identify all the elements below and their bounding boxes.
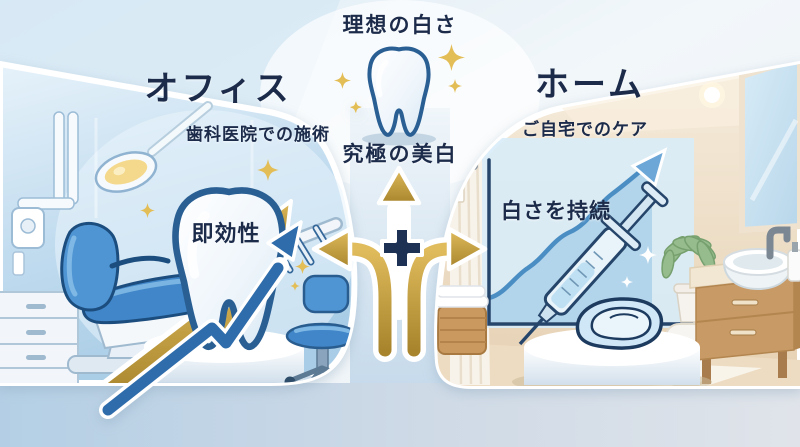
drawer-handle [731,299,759,306]
ultimate-whitening-label: 究極の美白 [342,143,458,166]
stool-icon [284,274,355,383]
arrow-left-icon [311,226,353,272]
vanity-cabinet [695,276,795,361]
mirror-glare [749,118,799,202]
faucet-icon [766,226,791,260]
drawer-handle [729,329,757,336]
arrow-up-icon [376,165,422,206]
home-benefit-label: 白さを持続 [501,200,611,223]
mouth-tray-icon [575,297,664,350]
three-way-arrow-icon [311,165,488,362]
office-benefit-label: 即効性 [191,221,261,246]
vanity-leg [702,356,711,384]
office-panel [0,61,362,419]
vanity-leg [778,350,787,378]
tooth-shadow [362,132,436,146]
growth-arrow-blue [99,220,303,419]
plant-icon [661,235,716,323]
bathroom-vanity-icon [689,226,800,384]
wall-equipment [11,111,79,276]
office-title: オフィス [144,70,292,108]
towel-icon [437,285,486,298]
home-subtitle: ご自宅でのケア [522,120,648,139]
arrow-right-icon [446,226,488,272]
mirror-icon [739,64,800,234]
cabinet-icon [0,291,79,383]
office-subtitle: 歯科医院での施術 [186,125,330,144]
plus-icon [380,226,424,270]
dental-lamp-icon [94,101,213,193]
towel-basket [437,285,489,355]
home-title: ホーム [535,66,645,104]
bottle-icon [12,251,25,276]
soap-bottle-icon [787,249,800,282]
ideal-tooth-badge [334,44,465,146]
home-panel [434,61,800,389]
syringe-icon [518,181,669,346]
ideal-whiteness-label: 理想の白さ [342,14,458,37]
background-left-tint [0,0,340,118]
